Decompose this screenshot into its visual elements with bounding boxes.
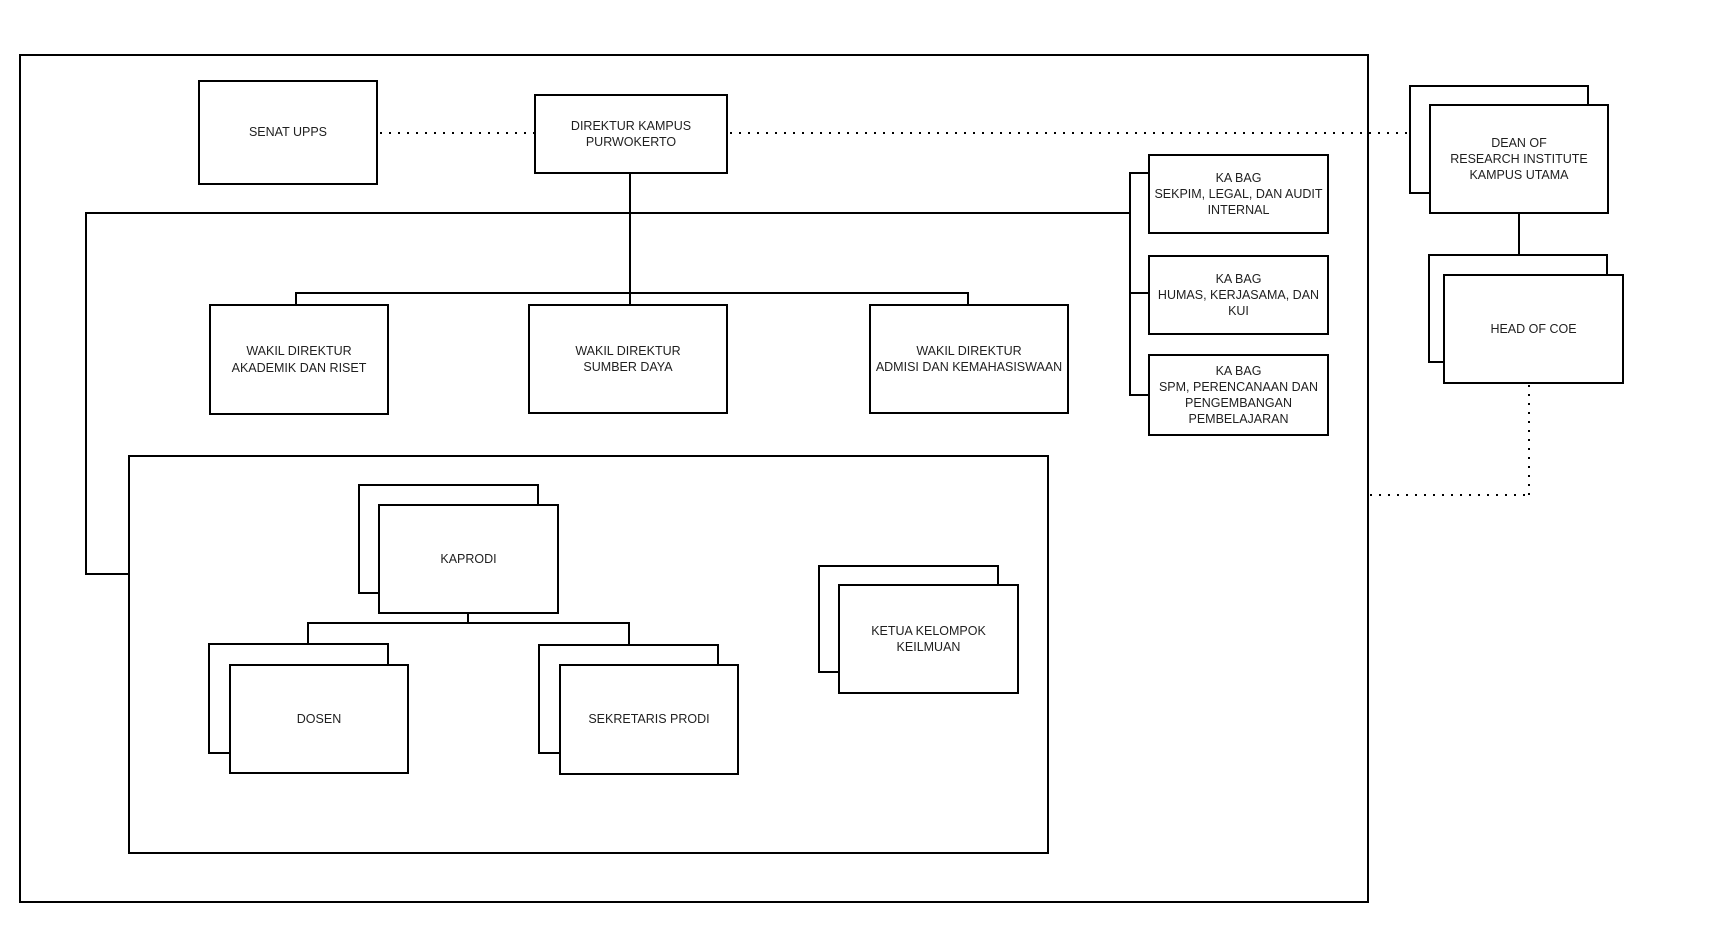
connector-stub-dosen [307,622,309,644]
connector-headcoe-dotted-horizontal [1370,494,1530,496]
node-kabag-spm-perencanaan[interactable]: KA BAG SPM, PERENCANAAN DAN PENGEMBANGAN… [1148,354,1329,436]
prodi-group-frame[interactable] [128,455,1049,854]
connector-spine-to-prodi-group [85,573,130,575]
node-kabag-humas-kerjasama-kui[interactable]: KA BAG HUMAS, KERJASAMA, DAN KUI [1148,255,1329,335]
node-direktur-kampus-purwokerto[interactable]: DIREKTUR KAMPUS PURWOKERTO [534,94,728,174]
node-senat-upps[interactable]: SENAT UPPS [198,80,378,185]
connector-spine-vertical [85,212,87,575]
connector-kaprodi-children-row [307,622,629,624]
campus-boundary-frame[interactable] [19,54,1369,903]
connector-stub-kaprodi [467,613,469,624]
node-kaprodi[interactable]: KAPRODI [378,504,559,614]
connector-stub-sekretaris [628,622,630,645]
node-head-of-coe[interactable]: HEAD OF COE [1443,274,1624,384]
connector-senat-direktur-dotted [380,132,534,134]
node-wakil-direktur-sumber-daya[interactable]: WAKIL DIREKTUR SUMBER DAYA [528,304,728,414]
connector-spine-horizontal [86,212,1130,214]
node-dosen[interactable]: DOSEN [229,664,409,774]
connector-stub-kabag-sekpim [1129,172,1149,174]
node-wakil-direktur-admisi[interactable]: WAKIL DIREKTUR ADMISI DAN KEMAHASISWAAN [869,304,1069,414]
connector-headcoe-dotted-vertical [1528,385,1530,496]
connector-dean-headcoe [1518,213,1520,255]
node-sekretaris-prodi[interactable]: SEKRETARIS PRODI [559,664,739,775]
connector-wakil-row [296,292,969,294]
connector-direktur-dean-dotted [730,132,1409,134]
connector-stub-kabag-humas [1129,292,1149,294]
node-ketua-kelompok-keilmuan[interactable]: KETUA KELOMPOK KEILMUAN [838,584,1019,694]
node-dean-research-institute[interactable]: DEAN OF RESEARCH INSTITUTE KAMPUS UTAMA [1429,104,1609,214]
node-kabag-sekpim-legal-audit[interactable]: KA BAG SEKPIM, LEGAL, DAN AUDIT INTERNAL [1148,154,1329,234]
connector-stub-wakil-akademik [295,292,297,304]
connector-stub-kabag-spm [1129,394,1149,396]
node-wakil-direktur-akademik[interactable]: WAKIL DIREKTUR AKADEMIK DAN RISET [209,304,389,415]
connector-kabag-bracket [1129,172,1131,396]
connector-direktur-wakil-drop [629,174,631,304]
connector-stub-wakil-admisi [967,292,969,304]
